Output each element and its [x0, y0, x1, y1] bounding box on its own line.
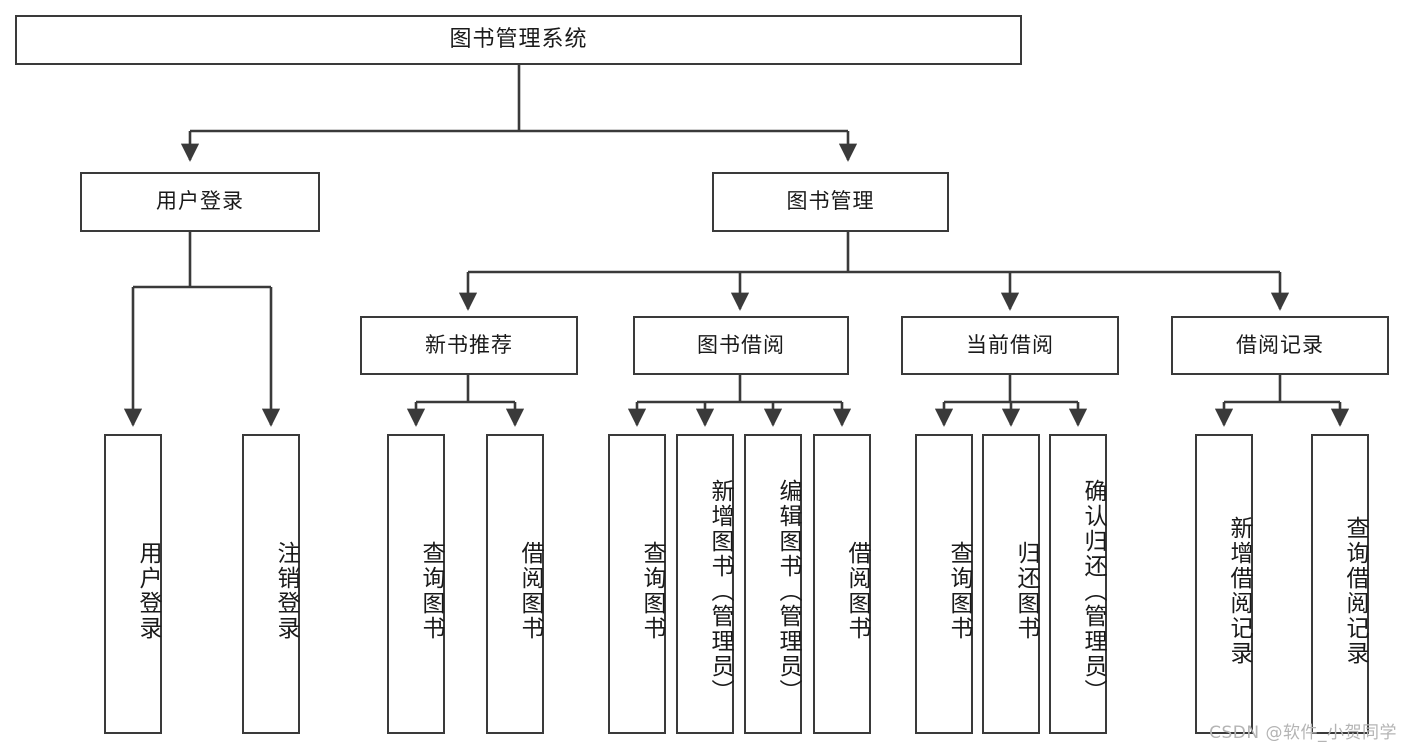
node-label: 用户登录	[135, 541, 161, 641]
leaf-query-borrow-record[interactable]: 查询借阅记录	[1311, 434, 1369, 734]
node-label: 图书借阅	[697, 332, 785, 357]
node-new-book-recommend[interactable]: 新书推荐	[360, 316, 578, 375]
node-label: 查询图书	[946, 541, 972, 641]
node-label: 查询图书	[639, 541, 665, 641]
node-label: 归还图书	[1013, 541, 1039, 641]
node-borrow-records[interactable]: 借阅记录	[1171, 316, 1389, 375]
node-label: 当前借阅	[966, 332, 1054, 357]
node-book-management[interactable]: 图书管理	[712, 172, 949, 232]
node-label: 用户登录	[156, 189, 244, 214]
leaf-borrow-book[interactable]: 借阅图书	[813, 434, 871, 734]
leaf-logout[interactable]: 注销登录	[242, 434, 300, 734]
node-label: 图书管理	[786, 189, 875, 214]
leaf-query-book-current[interactable]: 查询图书	[915, 434, 973, 734]
node-label: 查询图书	[418, 541, 444, 641]
leaf-query-book-borrow[interactable]: 查询图书	[608, 434, 666, 734]
leaf-borrow-book-recommend[interactable]: 借阅图书	[486, 434, 544, 734]
node-label: 查询借阅记录	[1342, 516, 1368, 666]
node-label: 编辑图书（管理员）	[775, 478, 801, 704]
node-label: 确认归还（管理员）	[1080, 478, 1106, 704]
leaf-user-login[interactable]: 用户登录	[104, 434, 162, 734]
node-label: 新书推荐	[425, 332, 513, 357]
leaf-add-book-admin[interactable]: 新增图书（管理员）	[676, 434, 734, 734]
leaf-return-book[interactable]: 归还图书	[982, 434, 1040, 734]
node-label: 借阅记录	[1236, 332, 1324, 357]
leaf-edit-book-admin[interactable]: 编辑图书（管理员）	[744, 434, 802, 734]
node-book-borrow[interactable]: 图书借阅	[633, 316, 849, 375]
node-user-login[interactable]: 用户登录	[80, 172, 320, 232]
node-current-borrow[interactable]: 当前借阅	[901, 316, 1119, 375]
node-label: 注销登录	[273, 541, 299, 641]
node-label: 借阅图书	[517, 541, 543, 641]
node-label: 新增图书（管理员）	[707, 478, 733, 704]
leaf-query-book-recommend[interactable]: 查询图书	[387, 434, 445, 734]
node-label: 借阅图书	[844, 541, 870, 641]
node-root-system[interactable]: 图书管理系统	[15, 15, 1022, 65]
node-label: 新增借阅记录	[1226, 516, 1252, 666]
leaf-add-borrow-record[interactable]: 新增借阅记录	[1195, 434, 1253, 734]
node-label: 图书管理系统	[449, 26, 588, 52]
leaf-confirm-return-admin[interactable]: 确认归还（管理员）	[1049, 434, 1107, 734]
